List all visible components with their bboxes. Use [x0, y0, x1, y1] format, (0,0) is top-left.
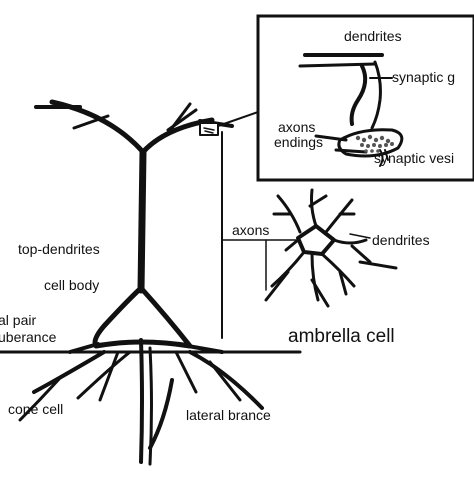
inset-pointer	[199, 111, 259, 339]
label-cell-body: cell body	[44, 277, 99, 293]
label-inset-axons: axons	[278, 119, 315, 135]
ambrella-branch-down-2	[310, 278, 330, 308]
ambrella-cell	[221, 188, 398, 308]
descending-axon-right	[148, 346, 153, 466]
label-lateral-pair-1: al pair	[0, 312, 36, 328]
inset-axon-left-2	[334, 148, 368, 154]
label-lateral-brance: lateral brance	[186, 407, 271, 423]
label-inset-dendrites: dendrites	[344, 28, 402, 44]
label-axons: axons	[232, 222, 269, 238]
apical-trunk	[137, 148, 147, 294]
dendrites-pointer-line	[349, 233, 371, 239]
label-inset-endings: endings	[274, 134, 323, 150]
inset-axon-left-1	[314, 134, 348, 142]
top-right-dendrite-upper	[166, 108, 198, 132]
synapse-inset: dendrites synaptic g axons endings synap…	[256, 14, 474, 182]
basal-dendrite-left-1	[32, 350, 106, 394]
top-left-dendrite-twig	[72, 114, 110, 130]
marker-dots	[203, 127, 215, 134]
soma	[92, 285, 193, 349]
inset-dendrite-descent	[349, 64, 368, 126]
ambrella-body	[296, 224, 336, 256]
ambrella-branch-up-2	[308, 194, 328, 208]
top-left-dendrite	[49, 99, 146, 155]
label-top-dendrites: top-dendrites	[18, 241, 100, 257]
basal-dendrite-left-4	[98, 350, 120, 402]
label-dendrites: dendrites	[372, 232, 430, 248]
main-neuron	[0, 99, 302, 466]
basal-dendrite-right-2	[208, 360, 242, 402]
ambrella-branch-down-left	[270, 250, 306, 288]
ambrella-branch-right-3	[358, 260, 398, 270]
basal-dendrite-left-2	[18, 376, 62, 422]
ambrella-branch-right	[332, 238, 368, 245]
ambrella-branch-down	[310, 252, 320, 302]
ambrella-branch-up-right	[324, 198, 354, 234]
inset-pointer-vesicle	[384, 149, 389, 161]
basal-dendrite-left-3	[76, 350, 132, 400]
basal-dendrite-right-1	[188, 350, 264, 410]
ambrella-branch-down-left-2	[264, 270, 290, 302]
pointer-line-to-inset	[217, 111, 259, 127]
ambrella-branch-down-right	[320, 252, 356, 288]
lateral-branch	[148, 378, 174, 450]
ambrella-branch-right-2	[350, 244, 372, 264]
label-inset-synaptic-vesicle: synaptic vesi	[374, 150, 454, 166]
inset-dendrite-branch	[370, 60, 382, 130]
label-cone-cell: cone cell	[8, 401, 63, 417]
label-ambrella-cell: ambrella cell	[288, 326, 395, 347]
ambrella-branch-left	[284, 238, 300, 252]
descending-axon-left	[139, 338, 144, 464]
ambrella-branch-down-right-2	[338, 270, 348, 296]
inset-vesicle-line	[379, 149, 384, 167]
label-lateral-pair-2: uberance	[0, 329, 57, 345]
inset-vesicles	[355, 134, 394, 153]
basal-dendrite-right-3	[174, 350, 198, 394]
ambrella-branch-up	[310, 188, 318, 228]
label-inset-synaptic-gap: synaptic g	[392, 69, 455, 85]
